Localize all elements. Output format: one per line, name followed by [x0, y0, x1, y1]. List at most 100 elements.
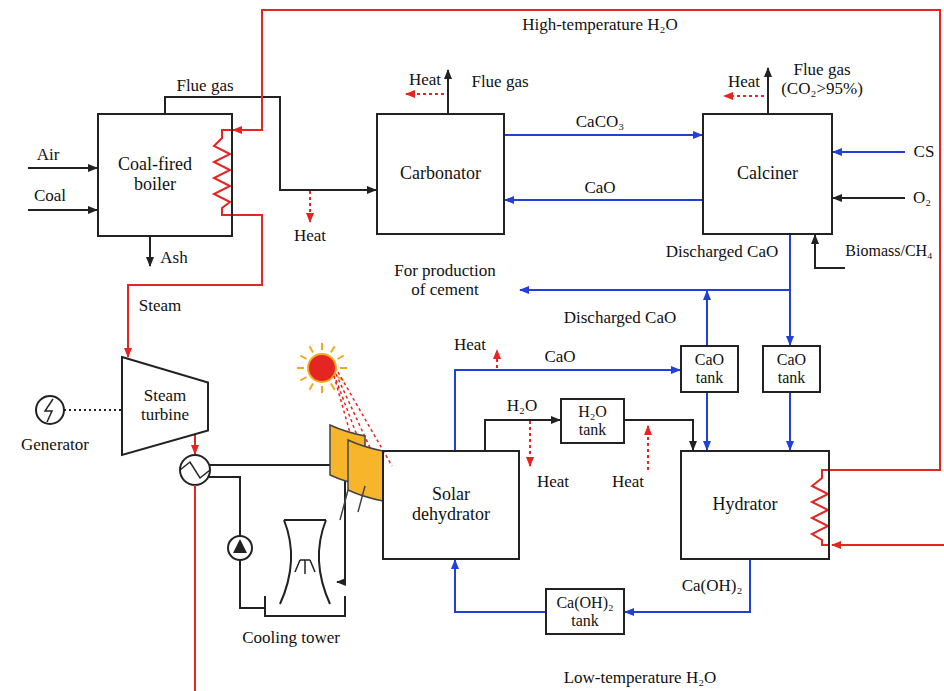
sun-symbol: [308, 354, 336, 382]
carbonator-box: Carbonator: [376, 113, 505, 235]
stream-label: Discharged CaO: [664, 243, 781, 262]
mirror-stand: [340, 486, 365, 520]
condenser-symbol: [180, 455, 210, 485]
sun-ray: [310, 384, 314, 390]
spray-symbol: [295, 560, 315, 574]
generator-symbol: [36, 396, 64, 424]
oxygen-arrow: [833, 197, 905, 199]
flow-connector: [625, 560, 750, 612]
flow-connector: [485, 420, 560, 450]
sun-ray: [297, 367, 304, 369]
heat-label: Heat: [610, 473, 646, 492]
shaft-line: [64, 409, 122, 411]
stream-label: H₂O: [505, 397, 539, 416]
stream-label: CaO: [542, 348, 577, 367]
condenser-coil: [180, 462, 210, 478]
sun-ray: [321, 386, 323, 393]
low-temperature-water-line: [832, 544, 944, 546]
ash-arrow: [149, 237, 151, 266]
lightning-symbol: [45, 399, 53, 422]
sun-ray: [300, 356, 306, 360]
input-label: Coal: [32, 187, 68, 206]
condensate-line: [194, 485, 196, 691]
calciner-box: Calciner: [702, 113, 833, 235]
heat-arrow: [496, 350, 498, 368]
pump-symbol: [228, 536, 252, 560]
node-label: CaO tank: [770, 351, 814, 386]
discharged-cao-arrow: [706, 291, 708, 345]
sun-ray: [338, 356, 344, 360]
heat-label: Heat: [535, 473, 571, 492]
stream-label: High-temperature H₂O: [520, 16, 680, 35]
input-label: Air: [35, 146, 62, 165]
component-label: Generator: [19, 436, 91, 455]
node-label: Calciner: [737, 164, 798, 184]
node-label: Steam turbine: [130, 387, 200, 424]
flow-connector: [233, 10, 940, 470]
heat-label: Heat: [407, 71, 443, 90]
biomass-arrow: [815, 235, 845, 268]
flow-connector: [165, 97, 376, 190]
output-label: Ash: [158, 249, 189, 268]
flow-connector: [455, 370, 680, 450]
sun-ray: [331, 346, 335, 352]
product-label: For production of cement: [388, 262, 502, 299]
input-label: O₂: [911, 189, 933, 208]
flow-connector: [706, 393, 708, 450]
sun-ray: [321, 343, 323, 350]
cao-tank: CaO tank: [680, 345, 739, 393]
output-label: Flue gas (CO₂>95%): [775, 61, 869, 98]
cement-arrow: [520, 289, 790, 291]
cooling-water-line: [209, 477, 240, 536]
node-label: CaO tank: [688, 351, 732, 386]
boiler-box: Coal-fired boiler: [97, 113, 233, 237]
component-label: Cooling tower: [240, 629, 342, 648]
heat-label: Heat: [726, 73, 762, 92]
exhaust-line: [194, 434, 196, 454]
sun-rays: [297, 343, 347, 393]
input-label: CS: [912, 143, 937, 162]
node-label: Hydrator: [713, 495, 778, 515]
cao-tank: CaO tank: [762, 345, 821, 393]
sun-ray: [310, 346, 314, 352]
flow-connector: [789, 393, 791, 450]
stream-label: Ca(OH)₂: [680, 577, 745, 596]
cooling-water-line: [240, 560, 265, 608]
flow-connector: [505, 134, 702, 136]
air-arrow: [28, 167, 97, 169]
node-label: H₂O tank: [571, 403, 615, 438]
flow-connector: [625, 420, 693, 450]
heat-arrow: [724, 95, 764, 97]
stream-label: CaCO₃: [574, 113, 626, 132]
node-label: Solar dehydrator: [401, 485, 501, 525]
flow-connector: [505, 199, 702, 201]
pump-arrow: [233, 539, 247, 553]
stream-label: Steam: [137, 297, 184, 316]
stream-label: Discharged CaO: [562, 309, 679, 328]
heat-label: Heat: [452, 336, 488, 355]
turbine-shape: [122, 357, 208, 455]
caoh2-tank: Ca(OH)₂ tank: [545, 588, 625, 635]
input-label: Biomass/CH₄: [843, 242, 934, 260]
sun-ray: [331, 384, 335, 390]
stream-label: Low-temperature H₂O: [562, 669, 719, 688]
steam-turbine: Steam turbine: [122, 357, 208, 455]
cs-arrow: [833, 151, 905, 153]
output-label: Flue gas: [469, 73, 530, 92]
cooling-tower-symbol: [280, 520, 330, 604]
stream-label: Flue gas: [174, 77, 235, 96]
flue-gas-arrow: [447, 70, 449, 113]
flow-connector: [789, 235, 791, 345]
node-label: Ca(OH)₂ tank: [554, 594, 616, 629]
boiler-coil: [214, 130, 232, 215]
stream-label: CaO: [582, 179, 617, 198]
flue-gas-arrow: [767, 68, 769, 113]
node-label: Carbonator: [400, 164, 481, 184]
heat-arrow: [647, 426, 649, 470]
heat-label: Heat: [292, 227, 328, 246]
flow-connector: [455, 560, 545, 612]
solar-dehydrator-box: Solar dehydrator: [382, 450, 520, 560]
cooling-tower-basin: [265, 596, 345, 616]
heat-arrow: [529, 421, 531, 466]
